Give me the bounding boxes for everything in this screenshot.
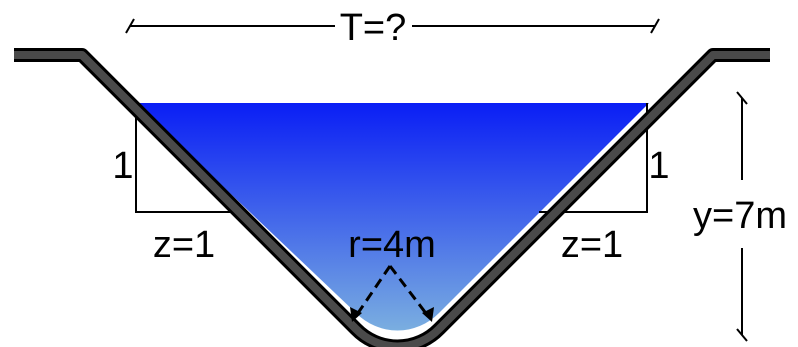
radius-label: r=4m (348, 224, 436, 266)
channel-wall-fill (14, 51, 770, 347)
radius-arrows (350, 265, 434, 322)
depth-dimension (736, 91, 748, 342)
top-width-dimension (125, 18, 660, 34)
right-slope-triangle (539, 103, 648, 213)
right-run-label: z=1 (561, 224, 623, 266)
left-run-label: z=1 (153, 224, 215, 266)
top-width-label: T=? (340, 7, 407, 49)
left-rise-label: 1 (112, 145, 133, 187)
depth-label: y=7m (693, 195, 787, 237)
left-slope-triangle (135, 103, 244, 213)
right-rise-label: 1 (648, 145, 669, 187)
water-region (135, 103, 649, 331)
